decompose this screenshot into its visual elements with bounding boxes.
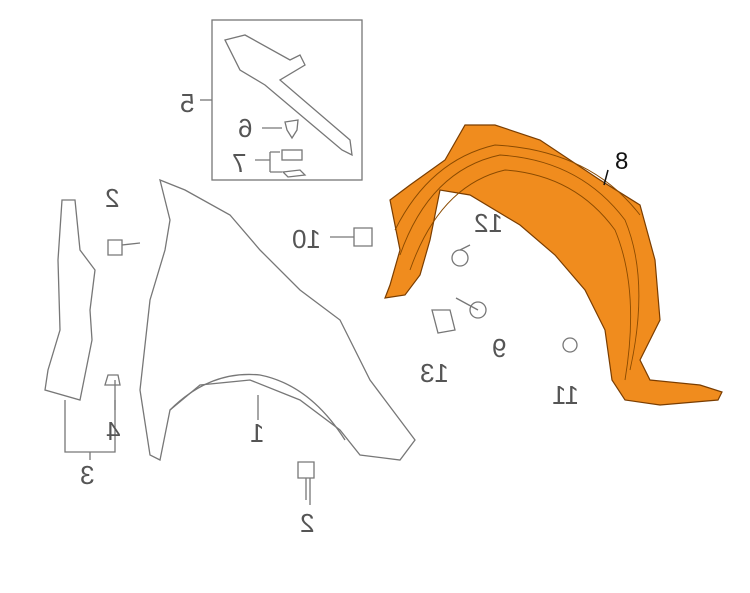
- fender-liner-8: [384, 124, 723, 406]
- callout-6: 6: [238, 113, 253, 143]
- bracket-part-5: [224, 34, 353, 157]
- callout-4: 4: [106, 416, 121, 446]
- clip-12: [451, 249, 469, 267]
- callout-12: 12: [474, 208, 503, 238]
- callout-10: 10: [292, 224, 321, 254]
- clip-part-6: [284, 119, 299, 140]
- pad-part-7: [281, 149, 303, 161]
- callout-9: 9: [492, 333, 507, 363]
- bolt-2-bottom: [297, 461, 315, 500]
- clip-4: [104, 374, 121, 386]
- callout-2-bottom: 2: [300, 508, 315, 538]
- callout-7: 7: [232, 148, 247, 178]
- screw-11: [562, 337, 578, 353]
- callout-13: 13: [420, 358, 449, 388]
- callout-5: 5: [180, 88, 195, 118]
- splash-shield-3: [44, 199, 96, 401]
- bolt-2-top: [107, 239, 141, 256]
- clip-13: [431, 309, 456, 334]
- nut-10: [330, 227, 373, 247]
- callout-2-top: 2: [105, 183, 120, 213]
- callout-1: 1: [250, 418, 265, 448]
- callout-8: 8: [615, 148, 629, 175]
- callout-11: 11: [552, 380, 579, 410]
- callout-3: 3: [80, 460, 95, 490]
- front-fender-1: [139, 178, 416, 461]
